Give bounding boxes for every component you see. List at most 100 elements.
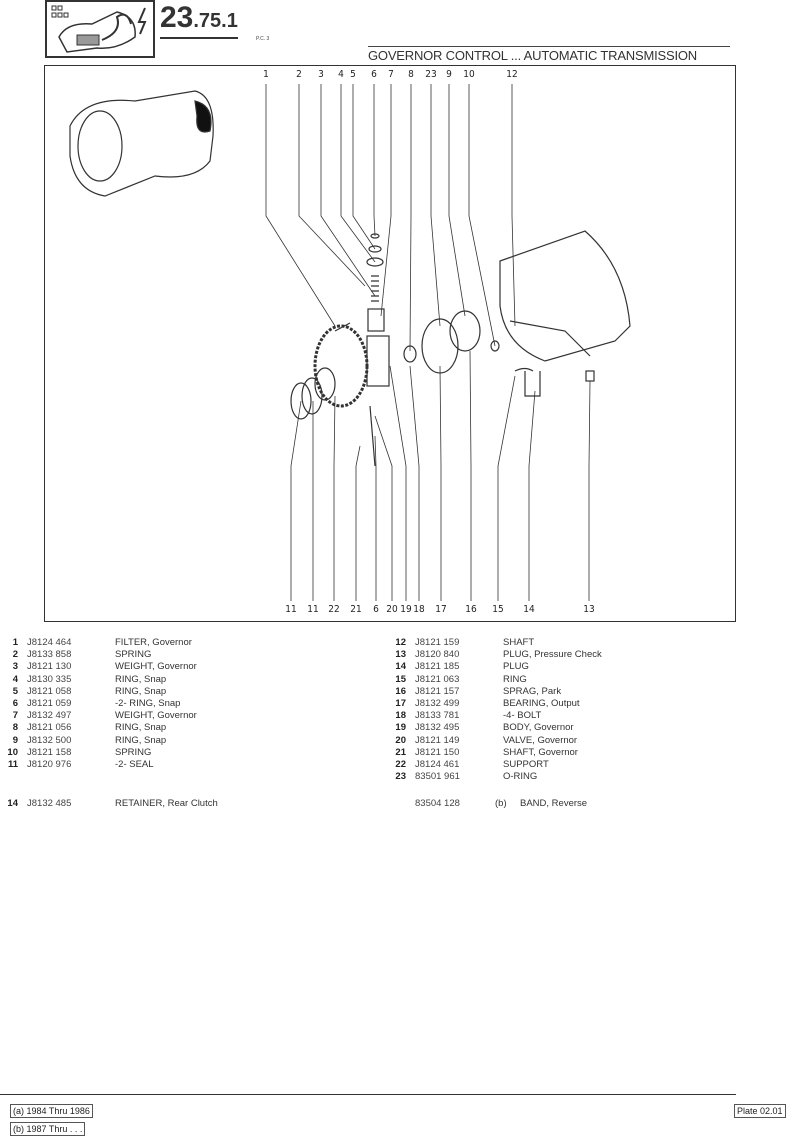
part-index: 21: [395, 746, 406, 758]
part-description: SPRING: [115, 649, 152, 661]
part-index: 22: [395, 759, 406, 770]
leader-line: [374, 415, 393, 601]
callout-11: 11: [285, 604, 297, 615]
parts-row: 15 J8121 063 RING: [388, 674, 688, 686]
part-number: 83504 128: [415, 798, 460, 809]
part-index: 9: [12, 734, 18, 746]
part-index: 4: [12, 673, 18, 685]
leader-line: [511, 84, 516, 327]
part-description: VALVE, Governor: [503, 734, 578, 746]
part-index: 3: [12, 661, 18, 673]
part-description: SHAFT: [503, 637, 535, 648]
part-index: 13: [395, 649, 406, 661]
part-description: RING, Snap: [115, 722, 167, 734]
callout-4: 4: [338, 69, 344, 80]
callout-10: 10: [463, 69, 475, 80]
parts-row: 17 J8132 499 BEARING, Output: [388, 698, 688, 710]
part-number: J8121 130: [27, 661, 72, 673]
part-description: -4- BOLT: [503, 710, 542, 722]
callout-15: 15: [492, 604, 504, 615]
parts-row: 10 J8121 158 SPRING: [0, 747, 300, 759]
leader-line: [439, 365, 442, 601]
part-index: 12: [395, 637, 406, 648]
part-index: 18: [395, 710, 406, 722]
part-index: 11: [7, 759, 18, 770]
leader-line: [340, 84, 376, 263]
plate-number: Plate 02.01: [734, 1104, 786, 1118]
leader-line: [298, 84, 366, 287]
part-number: J8132 500: [27, 734, 72, 746]
callout-1: 1: [263, 69, 269, 80]
callout-2: 2: [296, 69, 302, 80]
parts-row: 5 J8121 058 RING, Snap: [0, 686, 300, 698]
part-number: 83501 961: [415, 771, 460, 783]
leader-line: [374, 435, 377, 601]
leader-line: [448, 84, 466, 317]
callout-6: 6: [373, 604, 379, 615]
part-number: J8121 056: [27, 722, 72, 734]
part-number: J8121 158: [27, 746, 72, 758]
part-description: WEIGHT, Governor: [115, 661, 197, 673]
part-index: 8: [12, 722, 18, 734]
parts-row: 6 J8121 059 -2- RING, Snap: [0, 698, 300, 710]
leader-line: [352, 84, 376, 250]
part-index: 19: [395, 722, 406, 734]
parts-row-extra-left: 14 J8132 485 RETAINER, Rear Clutch: [0, 798, 380, 810]
part-number: J8132 485: [27, 798, 72, 809]
pc-label: P.C. 3: [256, 36, 270, 42]
part-description: PLUG: [503, 661, 529, 673]
part-number: J8132 497: [27, 710, 72, 722]
callout-12: 12: [506, 69, 518, 80]
part-index: 17: [395, 698, 406, 709]
part-number: J8121 063: [415, 673, 460, 685]
part-description: SPRING: [115, 746, 152, 758]
parts-row: 8 J8121 056 RING, Snap: [0, 722, 300, 734]
part-description: WEIGHT, Governor: [115, 710, 197, 722]
parts-row: 23 83501 961 O-RING: [388, 771, 688, 783]
part-number: J8124 461: [415, 759, 460, 770]
part-description: O-RING: [503, 771, 538, 783]
parts-row: 3 J8121 130 WEIGHT, Governor: [0, 661, 300, 673]
part-description: FILTER, Governor: [115, 637, 192, 648]
part-number: J8132 499: [415, 698, 460, 709]
part-index: 16: [395, 685, 406, 697]
section-title: GOVERNOR CONTROL ... AUTOMATIC TRANSMISS…: [368, 48, 697, 63]
part-index: 7: [12, 710, 18, 722]
part-description: RETAINER, Rear Clutch: [115, 798, 218, 809]
part-index: 6: [12, 698, 18, 709]
callout-11: 11: [307, 604, 319, 615]
leader-line: [430, 84, 441, 327]
leader-line: [290, 400, 302, 601]
callout-22: 22: [328, 604, 340, 615]
part-number: J8130 335: [27, 673, 72, 685]
parts-row: 14 J8121 185 PLUG: [388, 661, 688, 673]
footnote-b: (b) 1987 Thru . . .: [10, 1122, 86, 1136]
part-description: -2- RING, Snap: [115, 698, 181, 709]
leader-line: [389, 365, 407, 601]
part-description: SHAFT, Governor: [503, 746, 578, 758]
parts-row: 11 J8120 976 -2- SEAL: [0, 759, 300, 771]
part-description: RING, Snap: [115, 673, 167, 685]
footer-rule: [0, 1094, 736, 1095]
leader-line: [320, 84, 376, 297]
leader-line: [497, 375, 516, 601]
part-number: J8120 976: [27, 759, 72, 770]
part-index: 2: [12, 649, 18, 661]
header-rule: [368, 46, 730, 47]
parts-row-extra-right: 83504 128 (b) BAND, Reverse: [380, 798, 680, 810]
diagram-drawing: [69, 84, 631, 601]
part-number: J8120 840: [415, 649, 460, 661]
callout-21: 21: [350, 604, 362, 615]
part-number: J8121 185: [415, 661, 460, 673]
part-description: SUPPORT: [503, 759, 549, 770]
leader-line: [333, 395, 336, 601]
part-number: J8133 781: [415, 710, 460, 722]
part-number: J8121 159: [415, 637, 460, 648]
part-description: RING, Snap: [115, 685, 167, 697]
callout-18: 18: [413, 604, 425, 615]
part-description: PLUG, Pressure Check: [503, 649, 602, 661]
callout-7: 7: [388, 69, 394, 80]
parts-row: 12 J8121 159 SHAFT: [388, 637, 688, 649]
leader-line: [409, 365, 420, 601]
